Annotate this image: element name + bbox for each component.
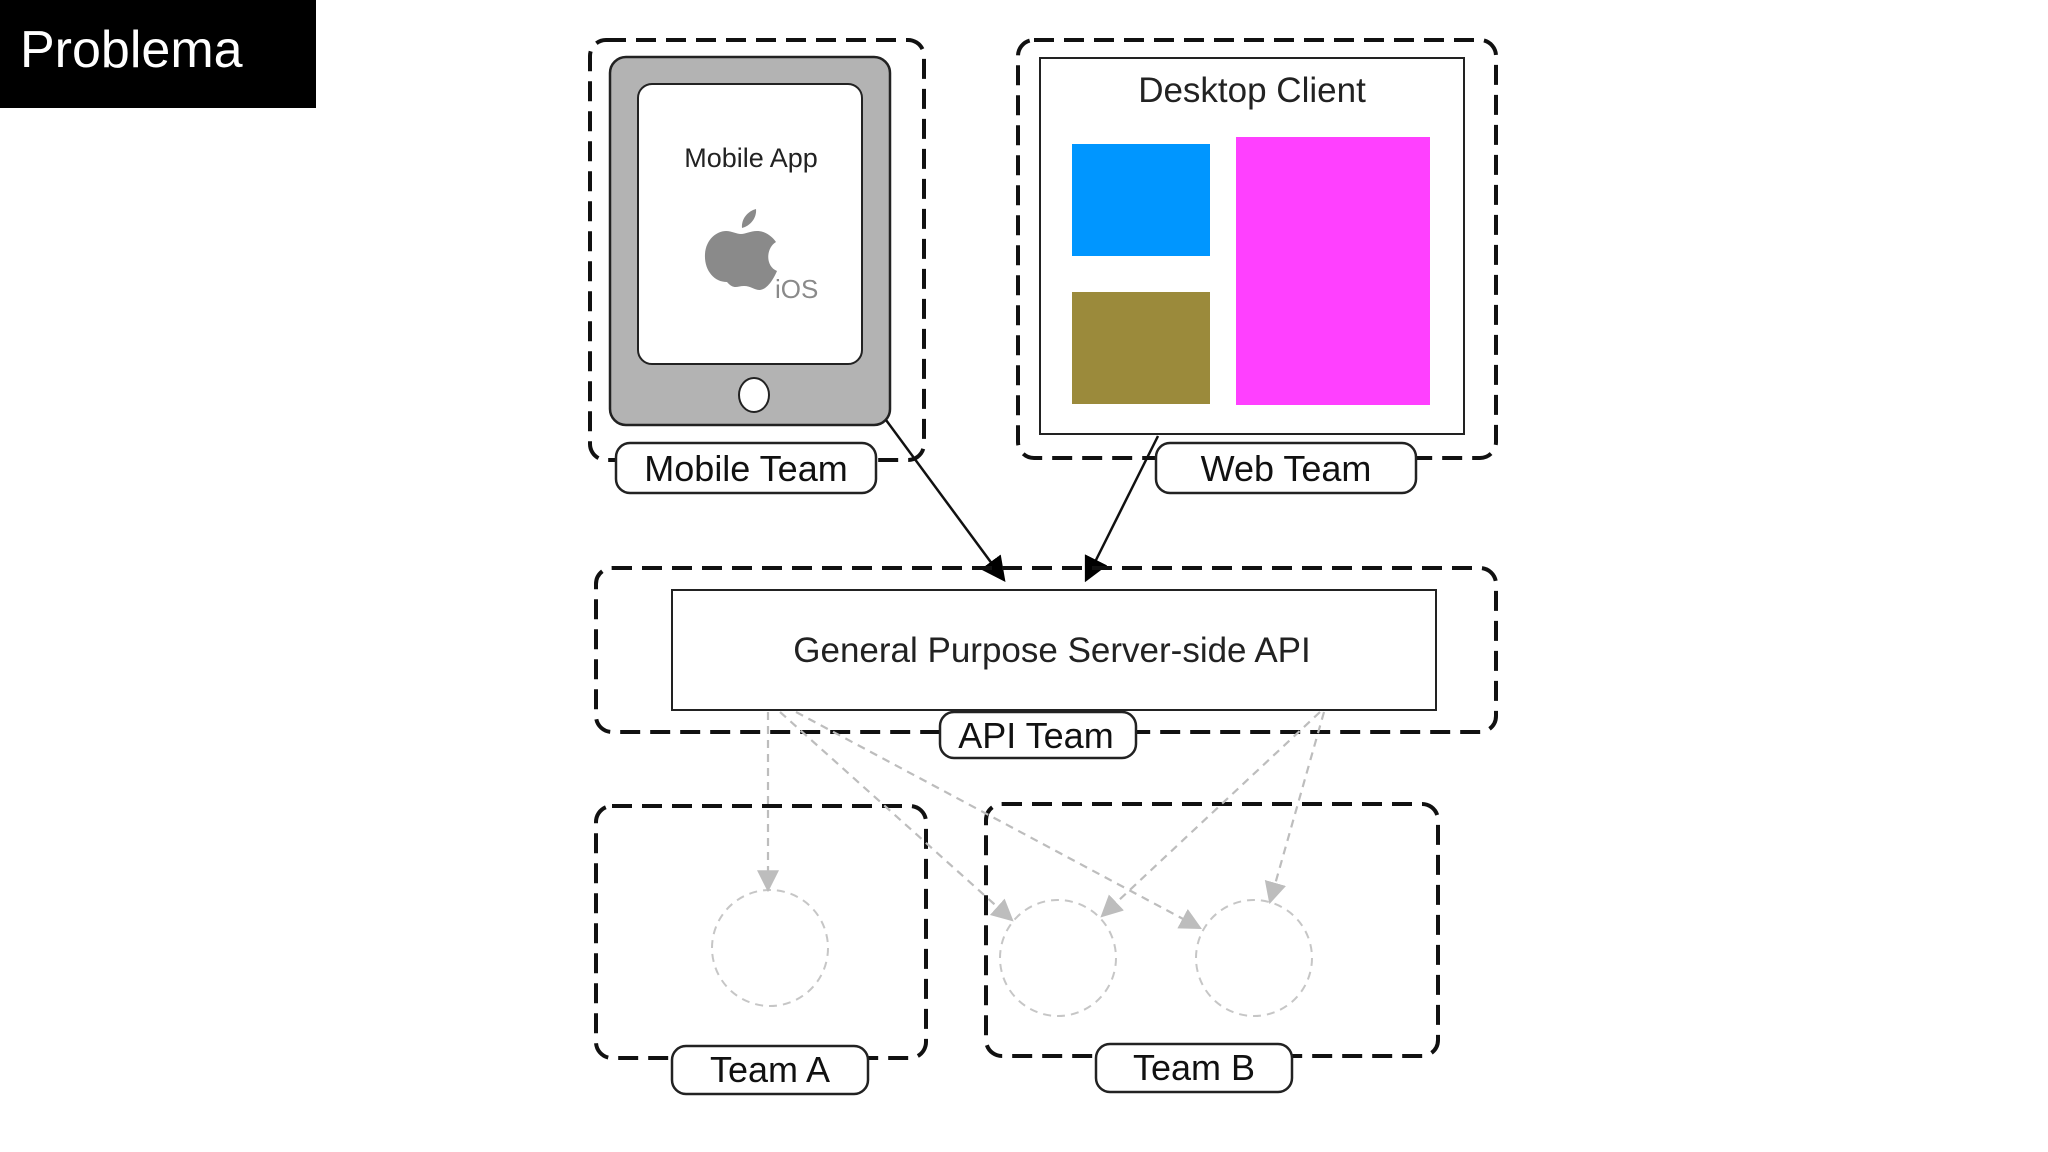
team-b-service-node-2: [1195, 899, 1313, 1017]
team-a-label: Team A: [710, 1049, 830, 1090]
team-b-boundary: [984, 802, 1440, 1058]
mobile-app-label: Mobile App: [684, 143, 818, 173]
desktop-tile-magenta: [1236, 137, 1430, 405]
team-a-badge: [670, 1044, 870, 1096]
web-team-label: Web Team: [1201, 448, 1372, 489]
team-a-boundary: [594, 804, 928, 1060]
dependency-arrow-team-b-node-2: [795, 711, 1202, 930]
api-dependency-arrows: [757, 711, 1326, 930]
phone-home-button: [738, 377, 770, 413]
team-a-service-node: [711, 889, 829, 1007]
ios-label: iOS: [775, 274, 818, 304]
apple-icon: [704, 209, 777, 290]
dependency-arrow-team-b-node-1: [779, 711, 1014, 922]
mobile-team-badge: [614, 441, 878, 495]
api-box: [671, 589, 1437, 711]
web-team-boundary: [1016, 38, 1498, 460]
team-b-badge: [1094, 1042, 1294, 1094]
desktop-tile-olive: [1072, 292, 1210, 404]
phone-screen: [637, 83, 863, 365]
dependency-arrow-api-right-to-node-1: [1100, 711, 1321, 918]
desktop-tile-blue: [1072, 144, 1210, 256]
slide-title-banner: Problema: [0, 0, 316, 108]
desktop-client-label: Desktop Client: [1138, 71, 1366, 110]
api-team-badge: [938, 710, 1138, 760]
mobile-team-label: Mobile Team: [644, 448, 847, 489]
api-label: General Purpose Server-side API: [793, 631, 1310, 670]
web-to-api-arrow: [1084, 435, 1160, 583]
team-b-label: Team B: [1133, 1047, 1255, 1088]
team-b-service-node-1: [999, 899, 1117, 1017]
mobile-team-boundary: [588, 38, 926, 462]
mobile-to-api-arrow: [884, 419, 1006, 583]
api-team-label: API Team: [958, 715, 1113, 756]
web-team-badge: [1154, 441, 1418, 495]
dependency-arrow-api-right-to-node-2: [1264, 711, 1326, 905]
slide-title: Problema: [20, 21, 243, 79]
